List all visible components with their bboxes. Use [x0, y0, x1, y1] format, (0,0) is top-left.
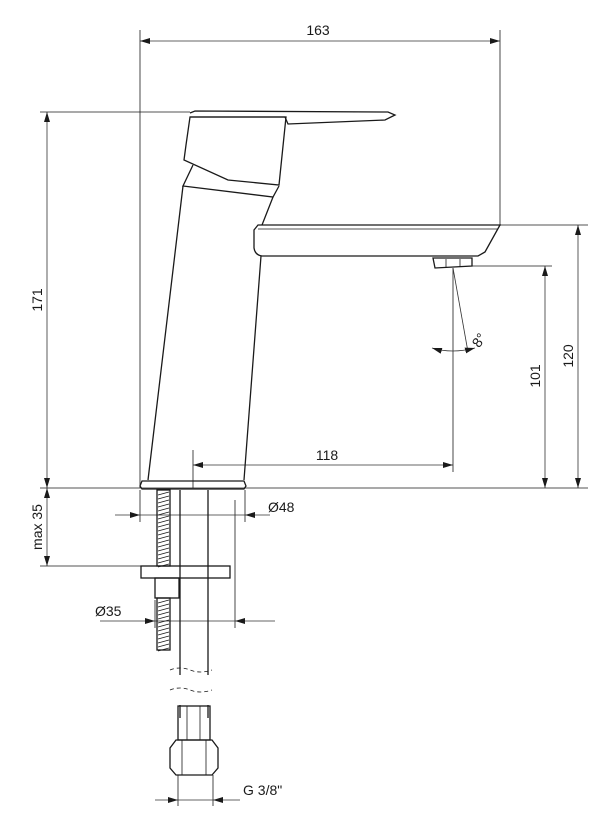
thread-line	[157, 607, 170, 612]
thread-line	[157, 527, 170, 532]
extension-lines	[40, 30, 588, 806]
thread-line	[157, 519, 170, 524]
thread-line	[157, 631, 170, 636]
label-118: 118	[316, 447, 339, 463]
column	[147, 185, 274, 481]
thread-line	[157, 539, 170, 544]
dimension-lines	[44, 38, 581, 803]
thread-line	[157, 635, 170, 640]
thread-line	[157, 511, 170, 516]
thread-line	[157, 619, 170, 624]
thread-line	[157, 639, 170, 644]
thread-line	[157, 599, 170, 604]
mounting-parts	[140, 489, 231, 776]
thread-line	[157, 559, 170, 564]
thread-line	[157, 555, 170, 560]
thread-line	[157, 611, 170, 616]
label-8-degree: 8°	[469, 330, 490, 350]
thread-line	[157, 523, 170, 528]
label-120: 120	[560, 344, 576, 368]
thread-line	[157, 615, 170, 620]
threads	[157, 491, 170, 652]
label-163: 163	[306, 22, 330, 38]
thread-line	[157, 563, 170, 568]
thread-line	[157, 495, 170, 500]
hex-fitting	[169, 739, 219, 776]
washer	[140, 565, 231, 579]
label-101: 101	[527, 364, 543, 388]
base-plate	[139, 480, 247, 490]
thread-line	[157, 547, 170, 552]
thread-line	[157, 627, 170, 632]
thread-line	[157, 531, 170, 536]
thread-line	[157, 515, 170, 520]
label-171: 171	[29, 288, 45, 312]
label-diameter-48: Ø48	[268, 499, 295, 515]
thread-line	[157, 507, 170, 512]
spout	[253, 224, 502, 257]
label-g38: G 3/8"	[243, 782, 282, 798]
thread-line	[157, 551, 170, 556]
nut	[177, 705, 211, 741]
thread-line	[157, 543, 170, 548]
aerator	[432, 257, 473, 269]
collar	[182, 164, 280, 198]
thread-line	[157, 647, 170, 652]
thread-line	[157, 503, 170, 508]
label-diameter-35: Ø35	[95, 603, 122, 619]
handle-body	[183, 116, 287, 186]
label-max-35: max 35	[29, 504, 45, 550]
thread-line	[157, 623, 170, 628]
thread-line	[157, 535, 170, 540]
thread-line	[157, 491, 170, 496]
thread-line	[157, 603, 170, 608]
thread-line	[157, 499, 170, 504]
faucet-body	[139, 110, 502, 490]
thread-line	[157, 643, 170, 648]
